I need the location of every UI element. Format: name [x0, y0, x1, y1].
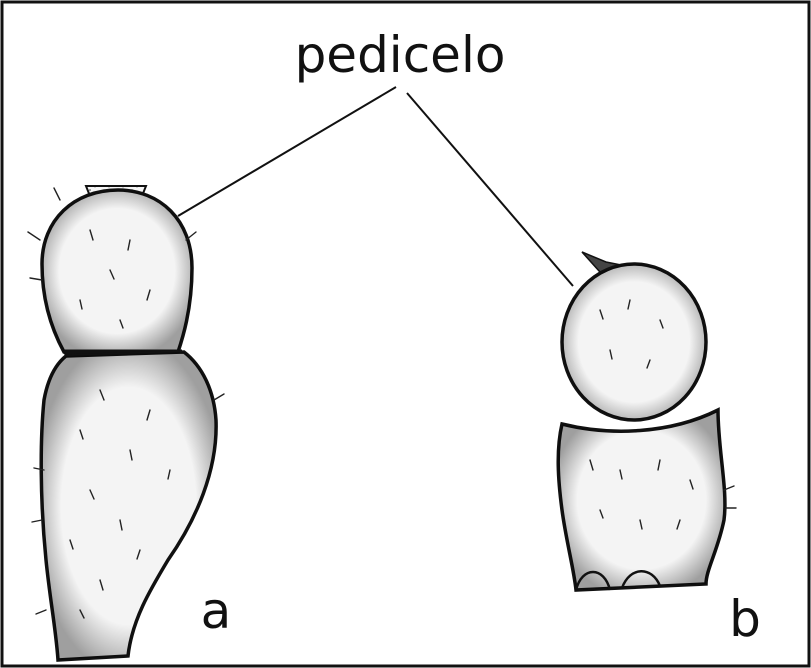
panel-label-b: b	[729, 590, 761, 648]
pedicel-label: pedicelo	[295, 26, 506, 84]
panel-label-a: a	[201, 582, 232, 640]
